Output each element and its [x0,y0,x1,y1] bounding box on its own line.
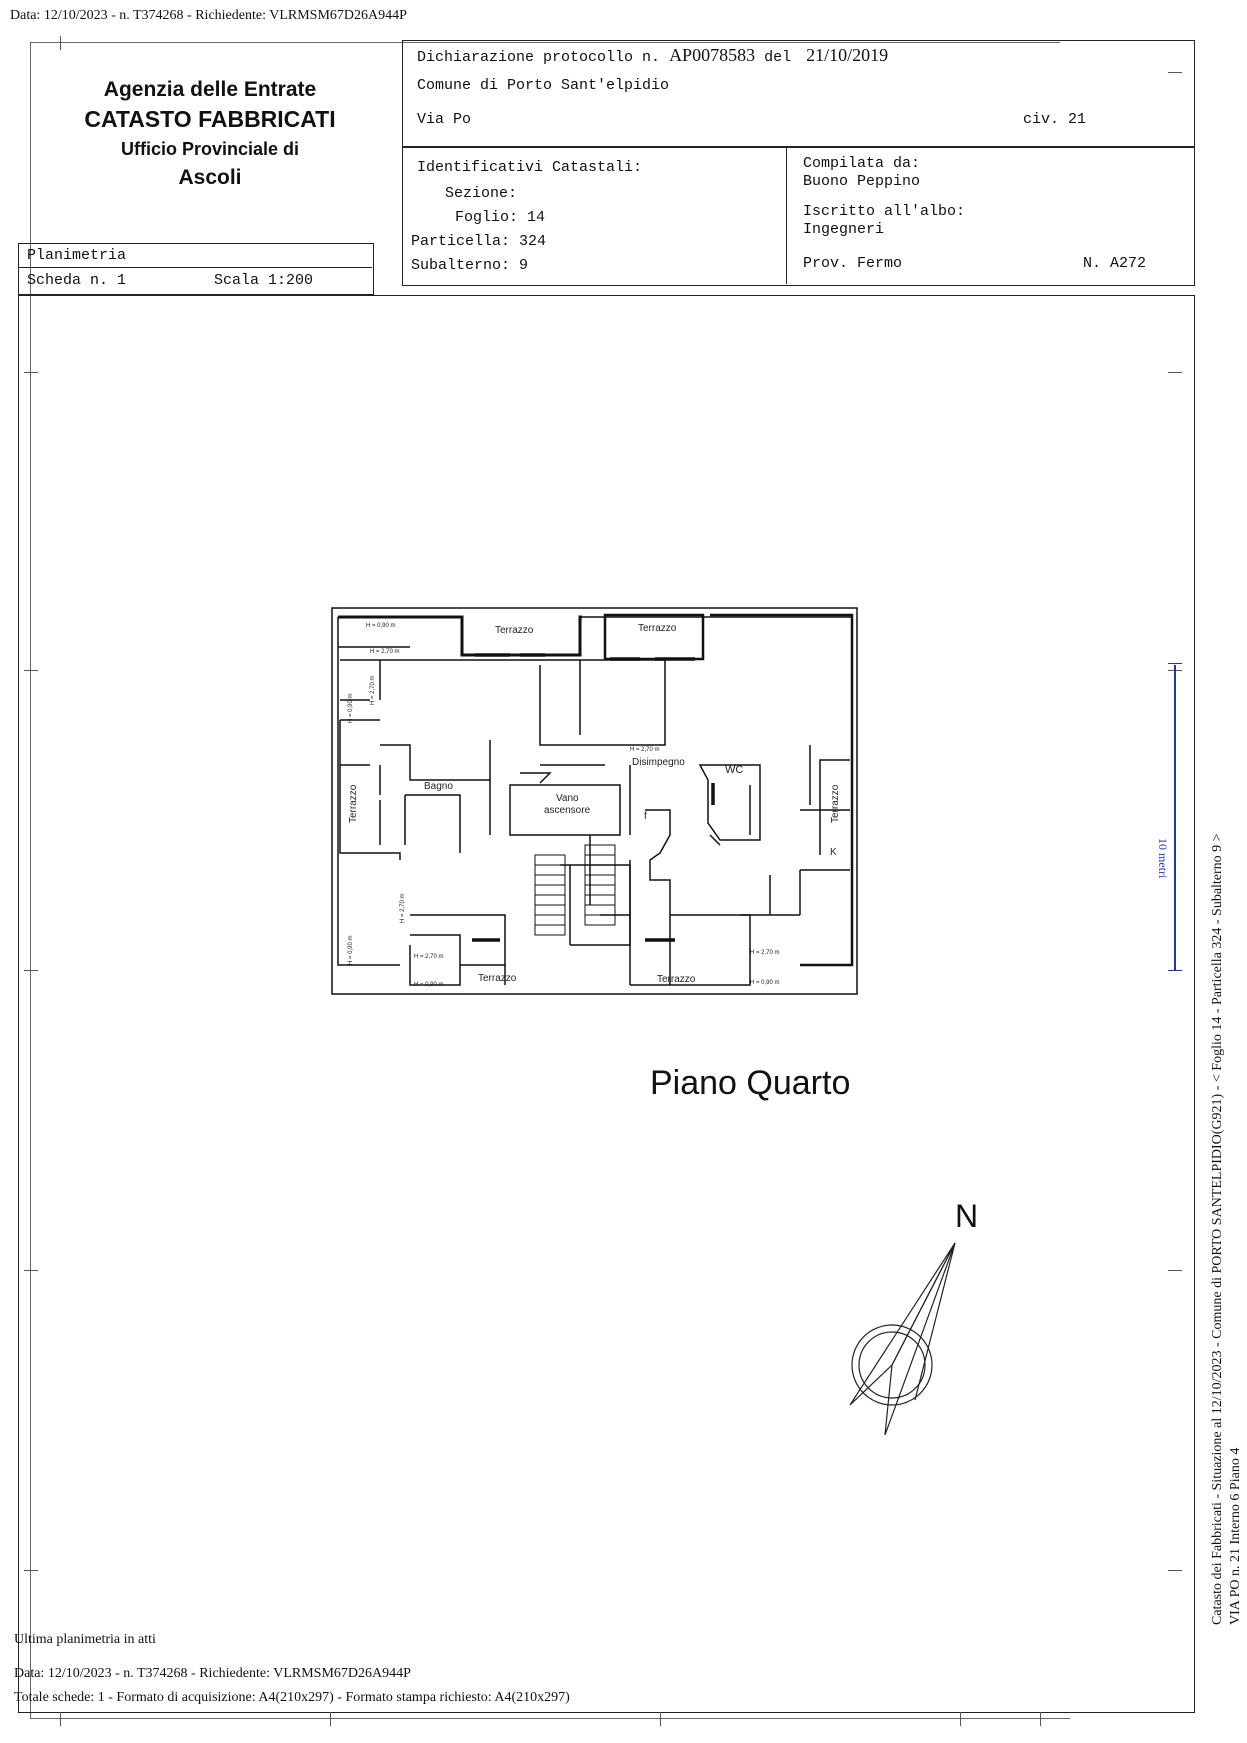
room-bagno: Bagno [424,781,453,792]
room-vano-line1: Vano [556,793,579,804]
plan-outer-border [331,607,858,995]
room-terrazzo-left: Terrazzo [348,784,359,823]
ufficio-city: Ascoli [178,166,242,189]
north-arrow-icon [849,1242,956,1435]
floor-title: Piano Quarto [650,1064,851,1102]
protocol-date: 21/10/2019 [806,45,889,65]
height-label: H = 0,90 m [366,623,396,629]
north-label: N [955,1198,979,1234]
side-info-line1: Catasto dei Fabbricati - Situazione al 1… [1210,833,1225,1625]
height-label: H = 0,90 m [348,693,354,723]
identifiers-box: Identificativi Catastali: Sezione: Fogli… [402,146,1195,286]
document-header: Data: 12/10/2023 - n. T374268 - Richiede… [10,8,407,23]
room-vano-line2: ascensore [544,805,591,816]
identifiers-title: Identificativi Catastali: [417,159,643,176]
prov-label: Prov. Fermo [803,255,903,272]
height-label: H = 0,90 m [414,982,444,988]
room-f: f [644,811,647,822]
height-label: H = 2,70 m [370,649,400,655]
frame-bottom-line [30,1718,1070,1719]
room-terrazzo-top-right: Terrazzo [638,623,677,634]
frame-left-line [30,42,31,1718]
catasto-title: CATASTO FABBRICATI [84,106,336,132]
iscritto-label: Iscritto all'albo: [803,203,966,220]
scala-label: Scala 1:200 [214,272,314,289]
scale-bar [1174,665,1176,970]
protocol-line: Dichiarazione protocollo n. AP0078583 de… [417,45,889,66]
footer-totale: Totale schede: 1 - Formato di acquisizio… [14,1690,570,1705]
subalterno-label: Subalterno: 9 [411,257,529,274]
height-label: H = 2,70 m [750,950,780,956]
compiler-name: Buono Peppino [803,173,921,190]
agency-name: Agenzia delle Entrate [103,78,317,101]
height-label: H = 2,70 m [400,893,406,923]
room-terrazzo-right: Terrazzo [830,784,841,823]
protocol-number: AP0078583 [669,45,756,65]
terrazzo-top-right-outline [603,613,705,661]
height-label: H = 0,90 m [348,935,354,965]
agency-block: Agenzia delle Entrate CATASTO FABBRICATI… [60,78,360,190]
compilata-label: Compilata da: [803,155,921,172]
side-info-line2: VIA PO n. 21 Interno 6 Piano 4 [1228,1447,1243,1625]
foglio-label: Foglio: 14 [455,209,546,226]
frame-top-line [30,42,1060,43]
drawing-frame [18,295,1195,1713]
height-label: H = 2,70 m [370,675,376,705]
sheet-box: Planimetria Scheda n. 1 Scala 1:200 [18,243,374,295]
comune-line: Comune di Porto Sant'elpidio [417,77,670,94]
room-disimpegno: Disimpegno [632,757,685,768]
footer-ultima: Ultima planimetria in atti [14,1632,156,1647]
footer-data: Data: 12/10/2023 - n. T374268 - Richiede… [14,1666,411,1681]
room-k: K [830,847,837,858]
floor-plan: Terrazzo Terrazzo Bagno Vano ascensore D… [331,607,858,995]
sezione-label: Sezione: [445,185,518,202]
via-line: Via Po [417,111,472,128]
height-label: H = 2,70 m [414,954,444,960]
room-terrazzo-bottom-right: Terrazzo [657,974,696,985]
planimetria-label: Planimetria [27,247,127,264]
height-label: H = 2,70 m [630,747,660,753]
height-label: H = 0,90 m [750,980,780,986]
compiler-number: N. A272 [1083,255,1147,272]
albo-name: Ingegneri [803,221,885,238]
declaration-box: Dichiarazione protocollo n. AP0078583 de… [402,40,1195,148]
ufficio-label: Ufficio Provinciale di [120,139,300,159]
scale-bar-label: 10 metri [1156,838,1170,879]
room-terrazzo-bottom-left: Terrazzo [478,973,517,984]
scheda-label: Scheda n. 1 [27,272,127,289]
room-terrazzo-top-left: Terrazzo [495,625,534,636]
civico: civ. 21 [1023,111,1087,128]
room-wc: WC [725,764,743,776]
particella-label: Particella: 324 [411,233,547,250]
